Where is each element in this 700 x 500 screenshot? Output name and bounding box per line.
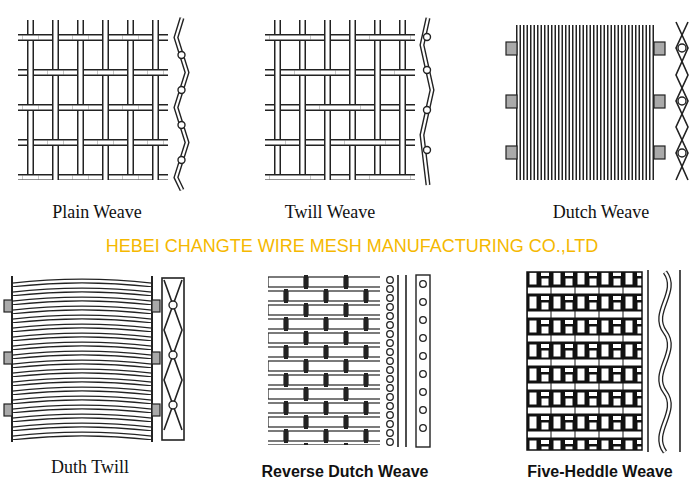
weave-label: Twill Weave — [285, 203, 375, 223]
weave-label: Duth Twill — [51, 458, 129, 478]
watermark: HEBEI CHANGTE WIRE MESH MANUFACTURING CO… — [106, 237, 599, 257]
weave-label: Dutch Weave — [553, 203, 650, 223]
weave-label: Reverse Dutch Weave — [262, 463, 429, 481]
weave-label: Five-Heddle Weave — [527, 463, 673, 481]
weave-label: Plain Weave — [52, 203, 142, 223]
